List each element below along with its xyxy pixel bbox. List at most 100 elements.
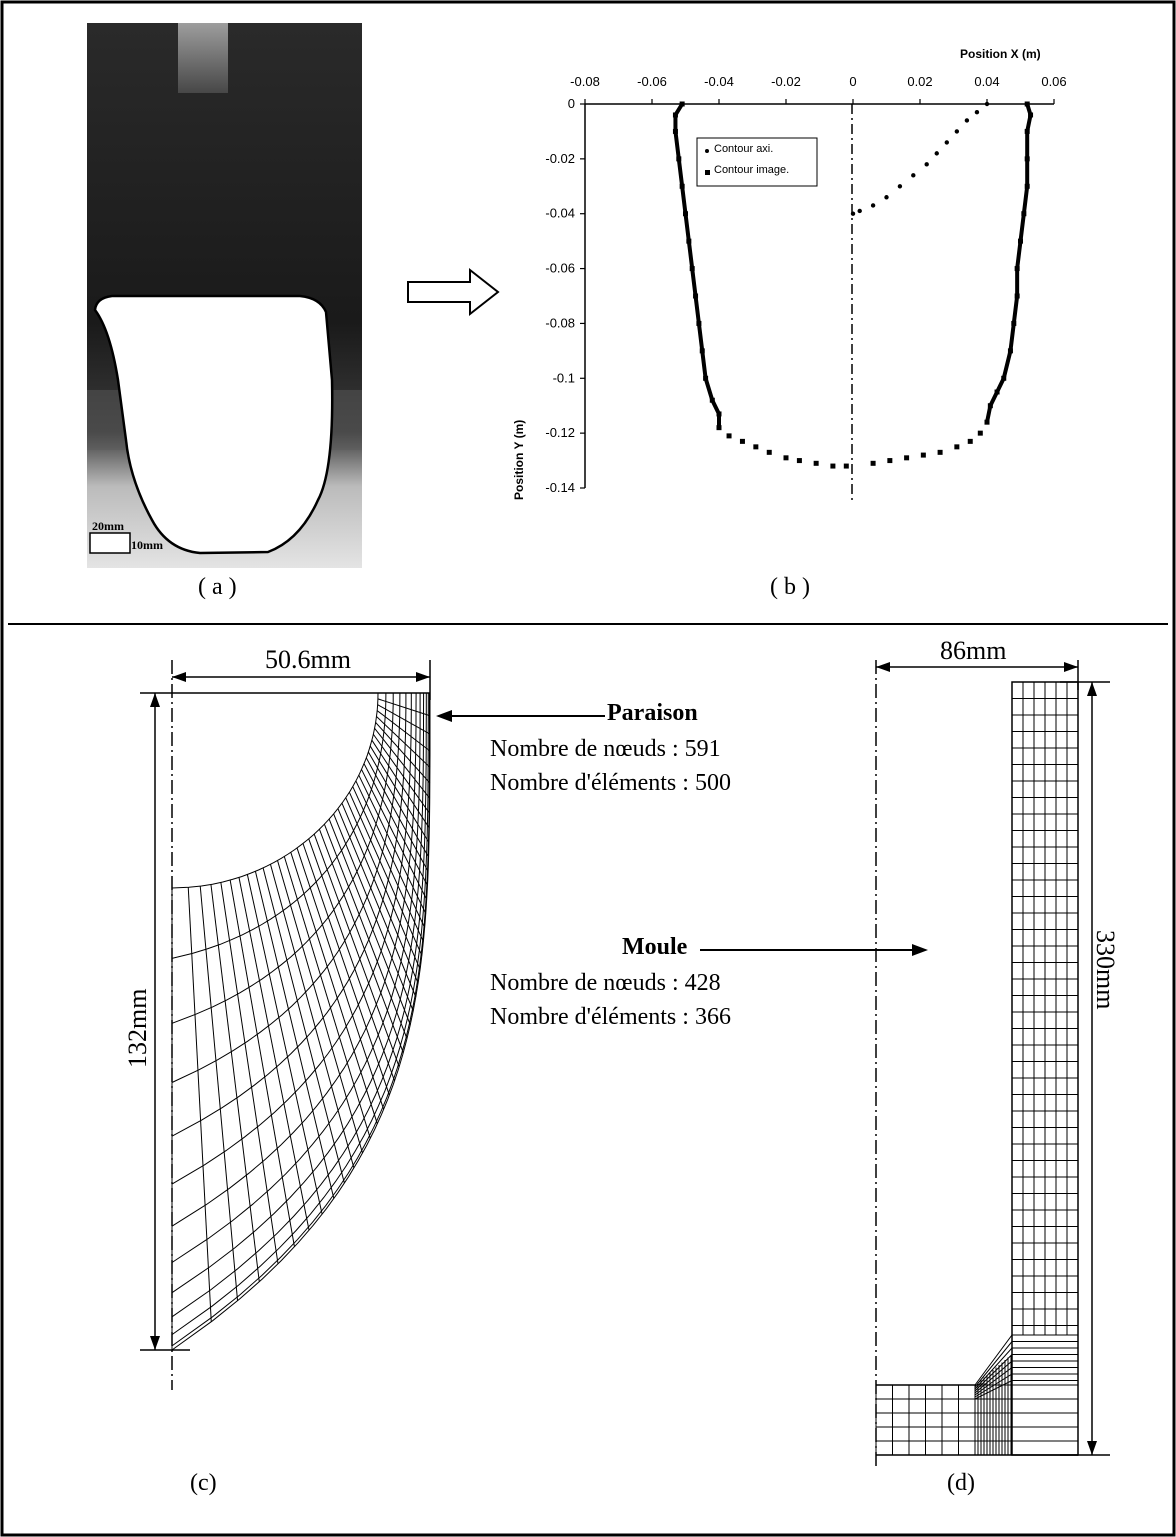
mesh-c-ring-line [171,692,425,1294]
point-contour-axi [974,110,980,115]
point-contour-axi [964,118,970,123]
y-tick-label: -0.08 [545,315,575,330]
mesh-c-radial-line [348,791,423,956]
y-tick-label: 0 [568,96,575,111]
paraison-title: Paraison [607,700,698,726]
mesh-c-radial-line [337,808,417,998]
point-contour-image [1021,211,1027,217]
mesh-c-radial-line [341,802,419,984]
plot-area [585,104,1054,488]
point-contour-image [1001,375,1007,381]
point-contour-axi [954,129,960,134]
mesh-c-radial-line [352,786,424,942]
moule-pointer-head [912,944,928,956]
caption-a: ( a ) [198,574,237,600]
point-contour-image [830,463,836,469]
point-contour-image [699,348,705,354]
point-contour-axi [850,211,856,216]
point-contour-image [783,455,789,461]
x-tick-label: 0.02 [907,74,932,89]
point-contour-image [1028,112,1034,118]
paraison-pointer-head [436,710,452,722]
legend-label-axi: Contour axi. [714,143,774,155]
point-contour-image [683,211,688,217]
x-tick-label: 0.04 [974,74,999,89]
caption-d: (d) [947,1470,975,1496]
y-tick-label: -0.1 [553,370,575,385]
point-contour-axi [884,195,889,200]
point-contour-image [693,293,699,299]
chart-ylabel: Position Y (m) [512,419,526,500]
mesh-c-radial-line [313,833,400,1067]
mesh-c-radial-line [229,879,295,1247]
legend-label-image: Contour image. [714,164,790,176]
moule-nodes: Nombre de nœuds : 428 [490,970,721,996]
point-contour-image [696,320,702,326]
point-contour-image [703,375,709,381]
chart-legend [696,137,818,187]
mesh-c-radial-line [358,774,427,914]
point-contour-axi [857,208,862,214]
point-contour-image [1024,101,1030,107]
mesh-c-radial-line [376,710,431,752]
mesh-c-radial-line [308,838,395,1082]
point-contour-image [672,128,678,134]
point-contour-image [689,266,695,272]
nozzle-highlight [178,23,228,93]
scale-label-20mm: 20mm [92,519,124,533]
mesh-c-ring-line [171,692,401,1083]
mesh-c-radial-line [302,843,390,1096]
point-contour-image [1014,293,1020,299]
mesh-c-ring-line [171,693,407,1137]
mesh-c-ring-line [171,693,394,1024]
point-contour-image [1007,348,1013,354]
mesh-c-radial-line [318,829,404,1053]
caption-b: ( b ) [770,574,810,600]
x-tick-label: -0.06 [637,74,667,89]
mesh-c-radial-line [377,704,431,735]
mesh-c-ring-line [171,693,429,1336]
mesh-c-ring-line [171,693,412,1185]
point-contour-image [843,463,849,469]
mesh-c-radial-line [371,739,430,829]
point-contour-axi [870,203,876,208]
point-contour-image [686,238,692,244]
mesh-c-radial-line [365,757,429,872]
mesh-c-radial-line [375,722,431,784]
y-tick-label: -0.02 [545,151,575,166]
moule-title: Moule [622,934,688,960]
parison-silhouette [93,294,334,555]
paraison-elements: Nombre d'éléments : 500 [490,770,731,796]
point-contour-image [887,458,893,464]
x-tick-label: -0.04 [704,74,734,89]
mesh-c-ring-line [171,692,379,889]
dim-label-132mm: 132mm [123,988,152,1068]
y-tick-label: -0.04 [545,206,575,221]
point-contour-image [967,438,973,444]
point-contour-image [1018,238,1023,244]
x-tick-label: 0 [849,74,856,89]
y-tick-label: -0.12 [545,425,575,440]
line-contour-image-right [985,103,1033,423]
point-contour-image [937,449,943,455]
y-tick-label: -0.14 [545,480,575,495]
mesh-c-radial-line [269,864,355,1169]
mesh-c-radial-line [328,818,411,1025]
point-contour-image [954,444,960,450]
mesh-c-radial-line [254,871,335,1199]
moule-elements: Nombre d'éléments : 366 [490,1004,731,1030]
point-contour-image [1024,156,1030,162]
point-contour-image [679,183,685,189]
point-contour-axi [984,101,990,107]
y-tick-label: -0.06 [545,261,575,276]
legend-marker-axi [705,149,709,153]
paraison-nodes: Nombre de nœuds : 591 [490,736,721,762]
point-contour-image [920,452,926,458]
legend-marker-image [705,170,710,175]
mesh-c-radial-line [283,856,371,1139]
x-tick-label: -0.08 [570,74,600,89]
dim-label-86mm: 86mm [940,636,1007,665]
caption-c: (c) [190,1470,217,1496]
